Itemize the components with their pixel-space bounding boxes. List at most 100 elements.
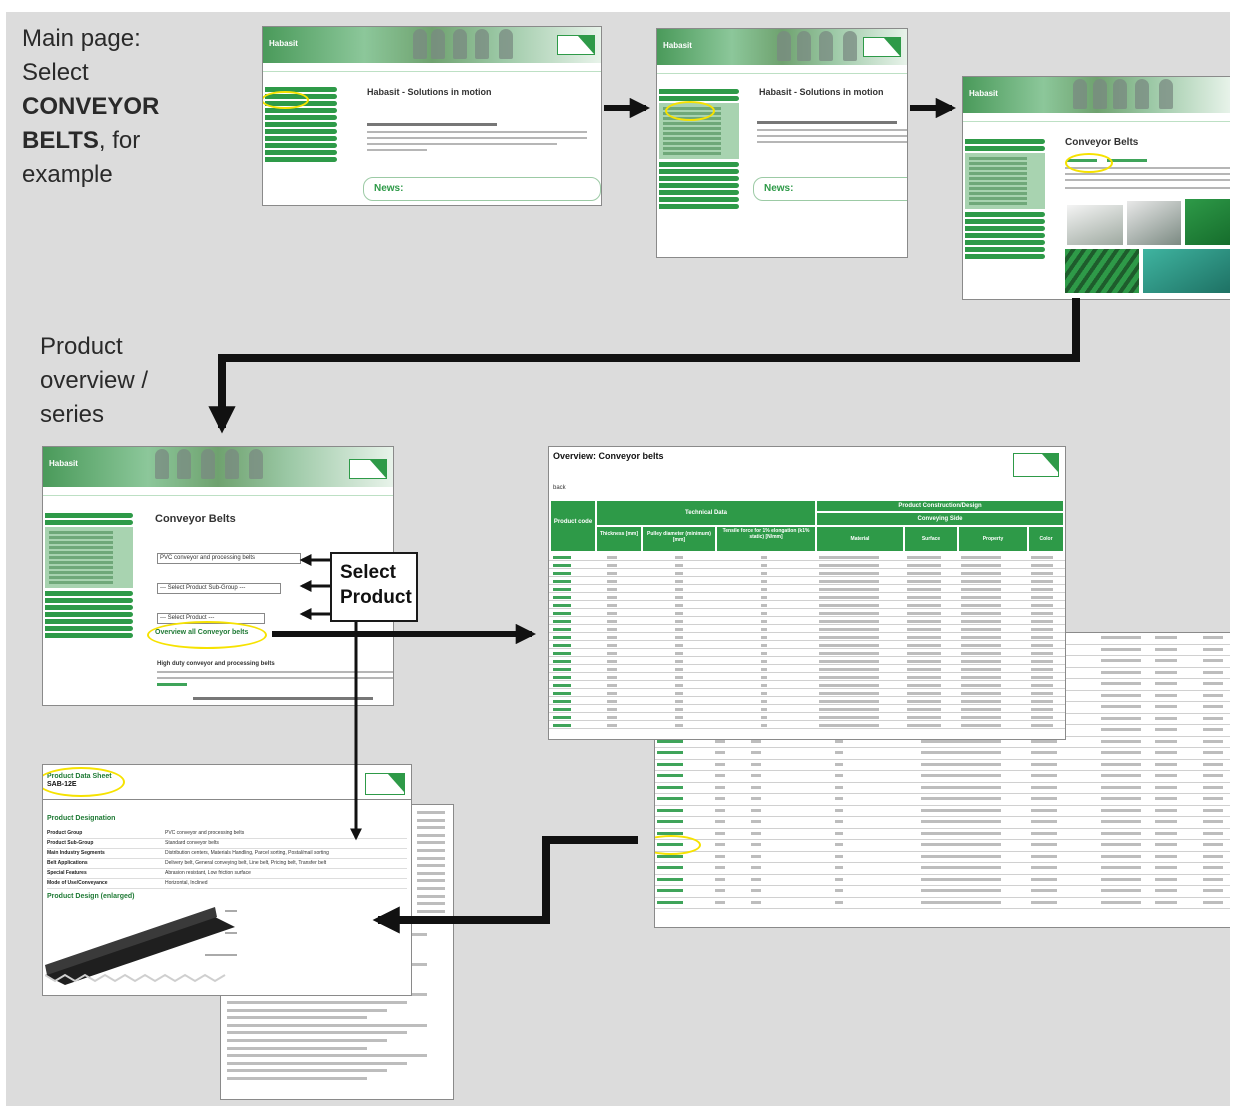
- designation-key: Mode of Use/Conveyance: [47, 880, 108, 886]
- table-row-line: [549, 704, 1065, 705]
- product-code-link[interactable]: [657, 820, 683, 823]
- product-code-link[interactable]: [657, 739, 683, 743]
- table-cell: [819, 572, 879, 575]
- product-code-link[interactable]: [657, 751, 683, 754]
- product-code-link[interactable]: [553, 668, 571, 671]
- table-cell: [921, 843, 1001, 846]
- product-subgroup-select[interactable]: --- Select Product Sub-Group ---: [157, 583, 281, 594]
- table-cell: [715, 808, 725, 812]
- table-row-line: [655, 850, 1230, 852]
- product-code-link[interactable]: [657, 889, 683, 892]
- product-code-link[interactable]: [553, 628, 571, 631]
- product-code-link[interactable]: [553, 564, 571, 567]
- product-code-link[interactable]: [553, 556, 571, 559]
- product-code-link[interactable]: [657, 774, 683, 777]
- product-code-link[interactable]: [553, 708, 571, 711]
- table-cell: [1101, 854, 1141, 858]
- table-row-line: [655, 885, 1230, 886]
- table-row-line: [549, 600, 1065, 601]
- datasheet-text-line: [417, 826, 445, 830]
- product-code-link[interactable]: [553, 604, 571, 607]
- table-cell: [607, 564, 617, 567]
- table-cell: [961, 684, 1001, 687]
- table-cell: [1203, 843, 1223, 846]
- table-cell: [1203, 636, 1223, 639]
- product-code-link[interactable]: [553, 636, 571, 639]
- product-code-link[interactable]: [553, 724, 571, 727]
- table-cell: [761, 676, 767, 679]
- table-cell: [1203, 808, 1223, 812]
- table-cell: [1031, 700, 1053, 703]
- datasheet-text-line: [227, 1016, 367, 1020]
- table-cell: [819, 612, 879, 615]
- table-cell: [1101, 785, 1141, 789]
- table-cell: [835, 843, 843, 846]
- product-code-link[interactable]: [553, 716, 571, 719]
- product-code-link[interactable]: [553, 588, 571, 591]
- table-row-line: [549, 664, 1065, 665]
- table-row-line: [655, 827, 1230, 829]
- table-cell: [1155, 739, 1177, 743]
- table-cell: [835, 797, 843, 800]
- product-code-link[interactable]: [657, 762, 683, 766]
- highlight-overview-link: [147, 621, 267, 649]
- product-code-link[interactable]: [553, 700, 571, 703]
- table-cell: [751, 889, 761, 892]
- table-cell: [1031, 762, 1057, 766]
- product-code-link[interactable]: [553, 692, 571, 695]
- product-code-link[interactable]: [553, 660, 571, 663]
- flow-arrows: [208, 97, 1080, 934]
- table-cell: [1031, 644, 1053, 647]
- table-cell: [1031, 774, 1057, 777]
- product-code-link[interactable]: [657, 831, 683, 835]
- product-code-link[interactable]: [553, 644, 571, 647]
- table-cell: [819, 604, 879, 607]
- back-link[interactable]: back: [553, 485, 566, 491]
- table-cell: [1155, 670, 1177, 674]
- product-code-link[interactable]: [553, 596, 571, 599]
- table-cell: [1155, 659, 1177, 662]
- product-code-link[interactable]: [657, 808, 683, 812]
- product-code-link[interactable]: [657, 900, 683, 904]
- table-cell: [1155, 831, 1177, 835]
- product-code-link[interactable]: [553, 620, 571, 623]
- table-cell: [961, 588, 1001, 591]
- product-code-link[interactable]: [657, 785, 683, 789]
- table-cell: [907, 708, 941, 711]
- table-cell: [1203, 854, 1223, 858]
- table-cell: [961, 580, 1001, 583]
- table-cell: [675, 588, 683, 591]
- overview-title: Overview: Conveyor belts: [553, 451, 664, 461]
- product-code-link[interactable]: [553, 572, 571, 575]
- designation-value: PVC conveyor and processing belts: [165, 830, 245, 836]
- product-code-link[interactable]: [553, 684, 571, 687]
- product-code-link[interactable]: [553, 612, 571, 615]
- product-code-link[interactable]: [657, 854, 683, 858]
- table-cell: [1031, 572, 1053, 575]
- table-cell: [1101, 843, 1141, 846]
- table-cell: [907, 700, 941, 703]
- product-code-link[interactable]: [553, 676, 571, 679]
- table-cell: [715, 866, 725, 869]
- table-cell: [961, 716, 1001, 719]
- table-cell: [607, 556, 617, 559]
- product-code-link[interactable]: [657, 797, 683, 800]
- product-overview-label: Product overview / series: [40, 333, 149, 428]
- product-code-link[interactable]: [657, 877, 683, 881]
- product-code-link[interactable]: [553, 580, 571, 583]
- table-cell: [761, 644, 767, 647]
- table-cell: [1031, 724, 1053, 727]
- table-cell: [1155, 647, 1177, 651]
- table-cell: [1031, 564, 1053, 567]
- table-cell: [1155, 728, 1177, 731]
- product-code-link[interactable]: [553, 652, 571, 655]
- table-cell: [761, 708, 767, 711]
- table-row-line: [549, 720, 1065, 721]
- table-cell: [1203, 797, 1223, 800]
- table-cell: [1101, 705, 1141, 708]
- product-code-link[interactable]: [657, 866, 683, 869]
- table-cell: [715, 900, 725, 904]
- datasheet-text-line: [227, 1061, 407, 1065]
- table-cell: [819, 700, 879, 703]
